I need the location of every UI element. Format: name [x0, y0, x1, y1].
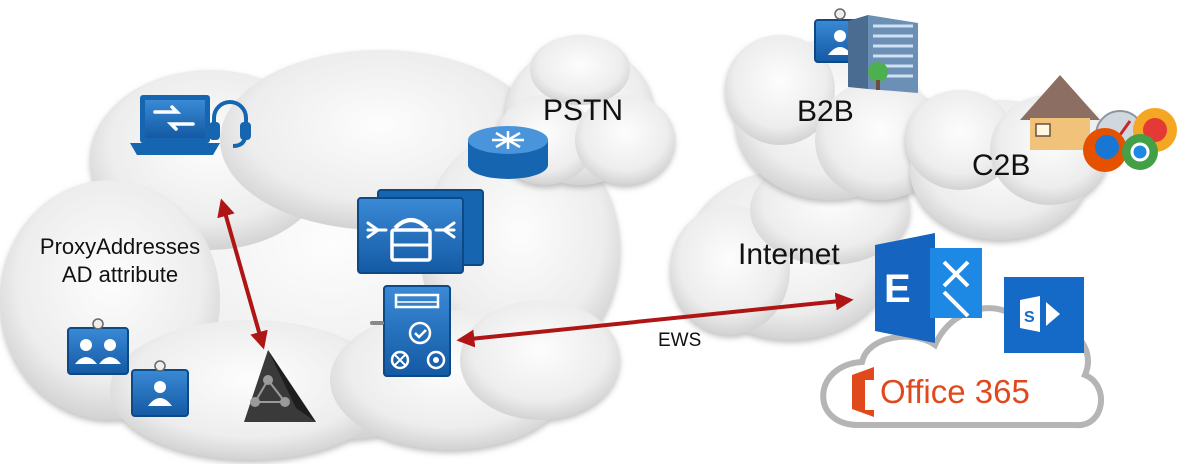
office-logo-icon [852, 367, 874, 417]
sharepoint-icon: S [1004, 277, 1084, 353]
b2b-label: B2B [797, 95, 854, 128]
c2b-label: C2B [972, 149, 1031, 182]
router-icon [468, 126, 548, 179]
proxyaddresses-arrow [217, 198, 268, 350]
headset-icon [209, 100, 251, 148]
house-icon [1020, 75, 1100, 150]
video-endpoint-icon [67, 318, 189, 417]
laptop-icon [130, 95, 220, 155]
call-manager-icon [357, 189, 484, 274]
presence-server-icon [370, 285, 451, 377]
active-directory-icon [244, 350, 316, 422]
svg-text:S: S [1024, 309, 1035, 326]
ews-label: EWS [658, 330, 702, 351]
proxyaddresses-label: ProxyAddresses AD attribute [5, 233, 235, 289]
browser-icons [1083, 108, 1177, 172]
building-icon [848, 15, 918, 93]
b2b-cloud [725, 35, 945, 200]
svg-text:E: E [884, 267, 911, 311]
ews-arrow [456, 292, 854, 348]
pstn-label: PSTN [543, 94, 624, 127]
exchange-icon: E [875, 233, 982, 343]
proxyaddresses-label-line2: AD attribute [61, 262, 179, 287]
internet-label: Internet [738, 238, 840, 271]
proxyaddresses-label-line1: ProxyAddresses [39, 234, 201, 259]
office365-label: Office 365 [880, 373, 1030, 410]
